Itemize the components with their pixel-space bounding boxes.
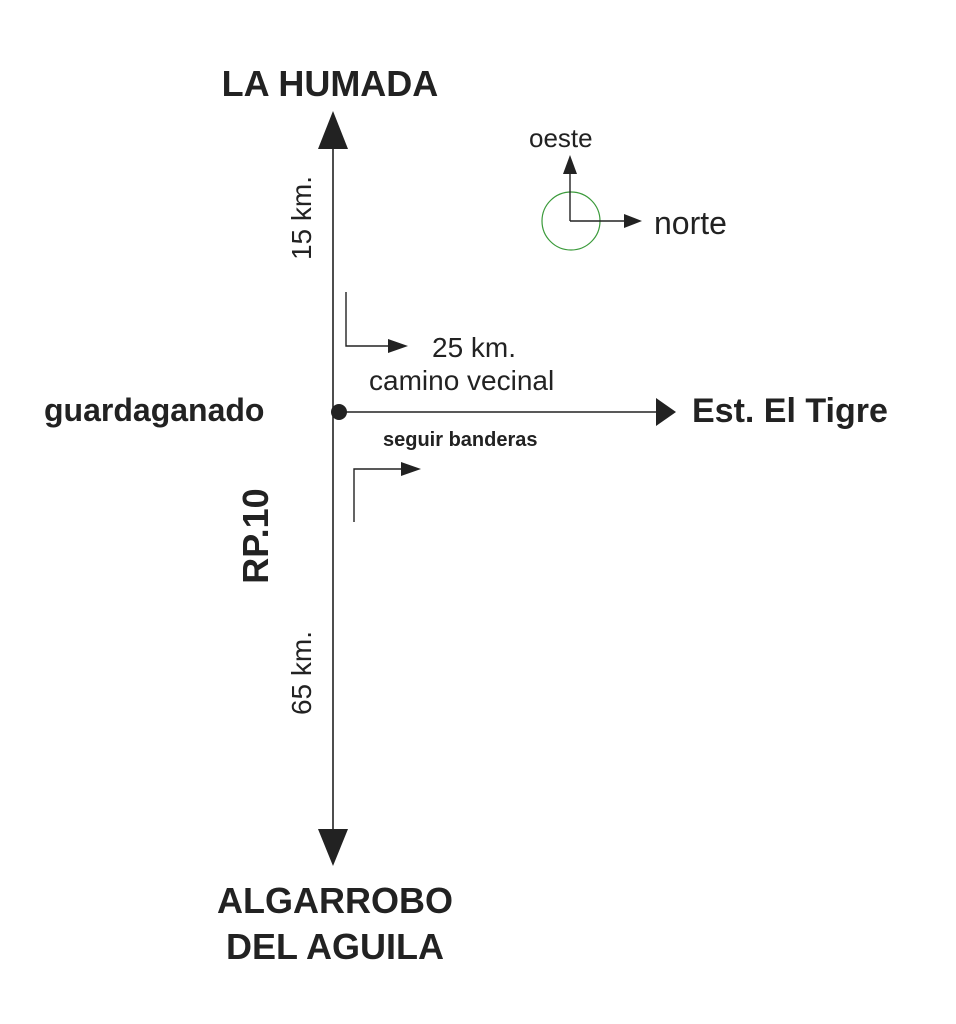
compass-right-label: norte	[654, 205, 727, 241]
place-south-label: ALGARROBO DEL AGUILA	[160, 878, 510, 970]
turn-arrow-south-icon	[353, 468, 402, 522]
turn-arrow-north-icon	[345, 292, 390, 347]
distance-east-label: 25 km.	[432, 332, 517, 363]
road-name-label: RP.10	[235, 488, 276, 584]
place-north-label: LA HUMADA	[221, 63, 439, 104]
place-south-line1: ALGARROBO	[217, 880, 453, 921]
turn-arrow-south-head-icon	[401, 462, 421, 476]
turn-arrow-north-head-icon	[388, 339, 408, 353]
road-type-label: camino vecinal	[369, 365, 555, 396]
junction-dot-icon	[331, 404, 347, 420]
arrow-east-icon	[656, 398, 676, 426]
junction-label: guardaganado	[44, 392, 265, 428]
compass-up-arrow-icon	[563, 155, 577, 174]
distance-north-label: 15 km.	[286, 175, 317, 261]
compass-up-label: oeste	[529, 123, 593, 153]
destination-label: Est. El Tigre	[692, 392, 888, 430]
arrow-south-icon	[318, 829, 348, 866]
distance-south-label: 65 km.	[286, 630, 317, 716]
follow-note-label: seguir banderas	[383, 429, 538, 451]
arrow-north-icon	[318, 111, 348, 149]
compass-right-arrow-icon	[624, 214, 642, 228]
place-south-line2: DEL AGUILA	[225, 926, 444, 967]
